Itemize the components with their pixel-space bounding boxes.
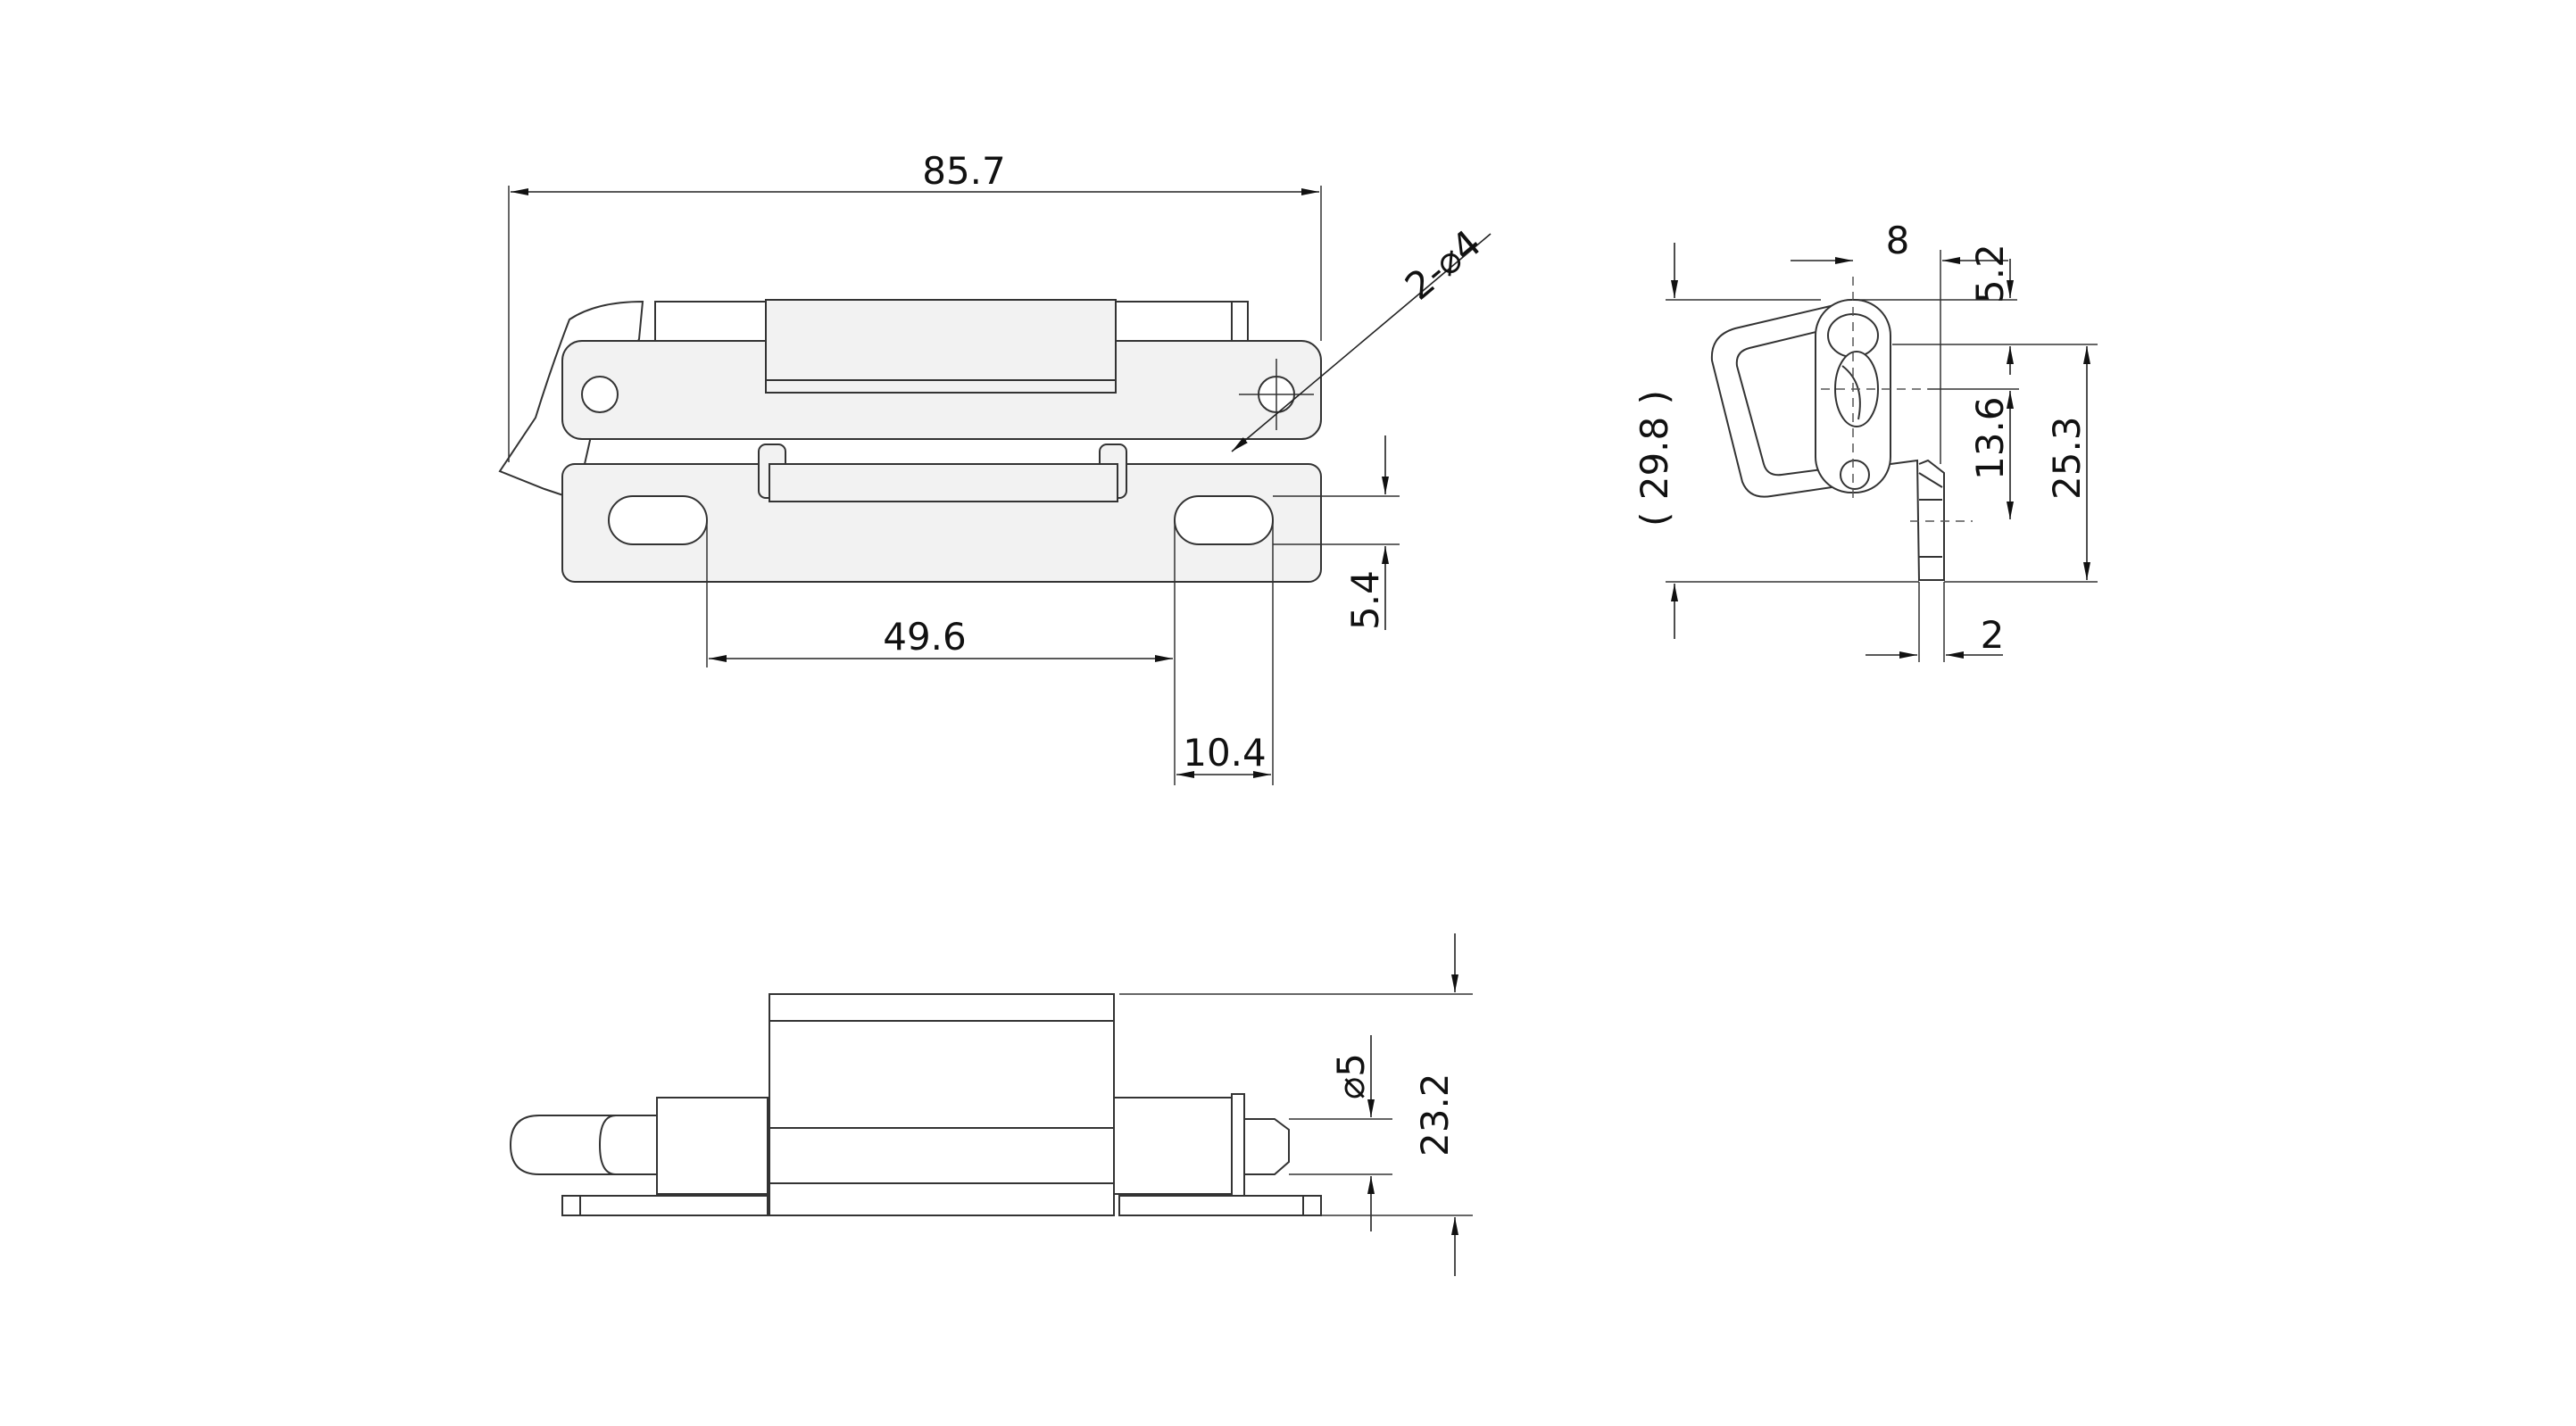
front-view: 85.7 2-⌀4 49.6 10.4 5.4: [498, 149, 1492, 785]
dim-hook-offset: 8: [1886, 219, 1910, 262]
dim-plate-thickness: 2: [1981, 613, 2005, 657]
base-plate-left: [561, 1195, 769, 1216]
dim-pin-diameter: ⌀5: [1329, 1053, 1373, 1099]
center-housing: [765, 299, 1117, 394]
dim-slot-length: 10.4: [1183, 731, 1267, 775]
knuckle-right: [1113, 1097, 1233, 1195]
dim-reference-height: ( 29.8 ): [1633, 390, 1676, 526]
dim-pivot-height: 13.6: [1968, 396, 2012, 480]
side-view: 8 5.2 13.6 25.3 ( 29.8 ) 2: [1633, 219, 2098, 662]
dim-overall-length: 85.7: [922, 149, 1006, 193]
hinge-knuckle-left: [654, 301, 767, 347]
hinge-knuckle-right: [1115, 301, 1233, 347]
dim-hole-note: 2-⌀4: [1397, 221, 1489, 309]
pin-diameter-symbol: ⌀: [1329, 1077, 1373, 1099]
side-plate: [1890, 459, 1945, 581]
dim-slot-spacing: 49.6: [883, 615, 967, 659]
mount-hole-left: [581, 376, 619, 413]
pin-right: [1243, 1118, 1290, 1175]
dim-top-offset: 5.2: [1968, 244, 2012, 303]
pin-diameter-value: 5: [1329, 1053, 1373, 1077]
dim-bottom-height: 23.2: [1413, 1073, 1457, 1157]
bottom-view: ⌀5 23.2: [509, 933, 1473, 1276]
base-plate-right: [1118, 1195, 1322, 1216]
dim-slot-width: 5.4: [1343, 570, 1387, 630]
slot-right: [1174, 495, 1274, 545]
dim-overall-height: 25.3: [2045, 416, 2089, 500]
knuckle-left: [656, 1097, 769, 1195]
pin-left: [509, 1115, 617, 1175]
center-housing-bottom: [769, 993, 1115, 1216]
slot-left: [608, 495, 708, 545]
spring-pin: [1231, 301, 1249, 347]
